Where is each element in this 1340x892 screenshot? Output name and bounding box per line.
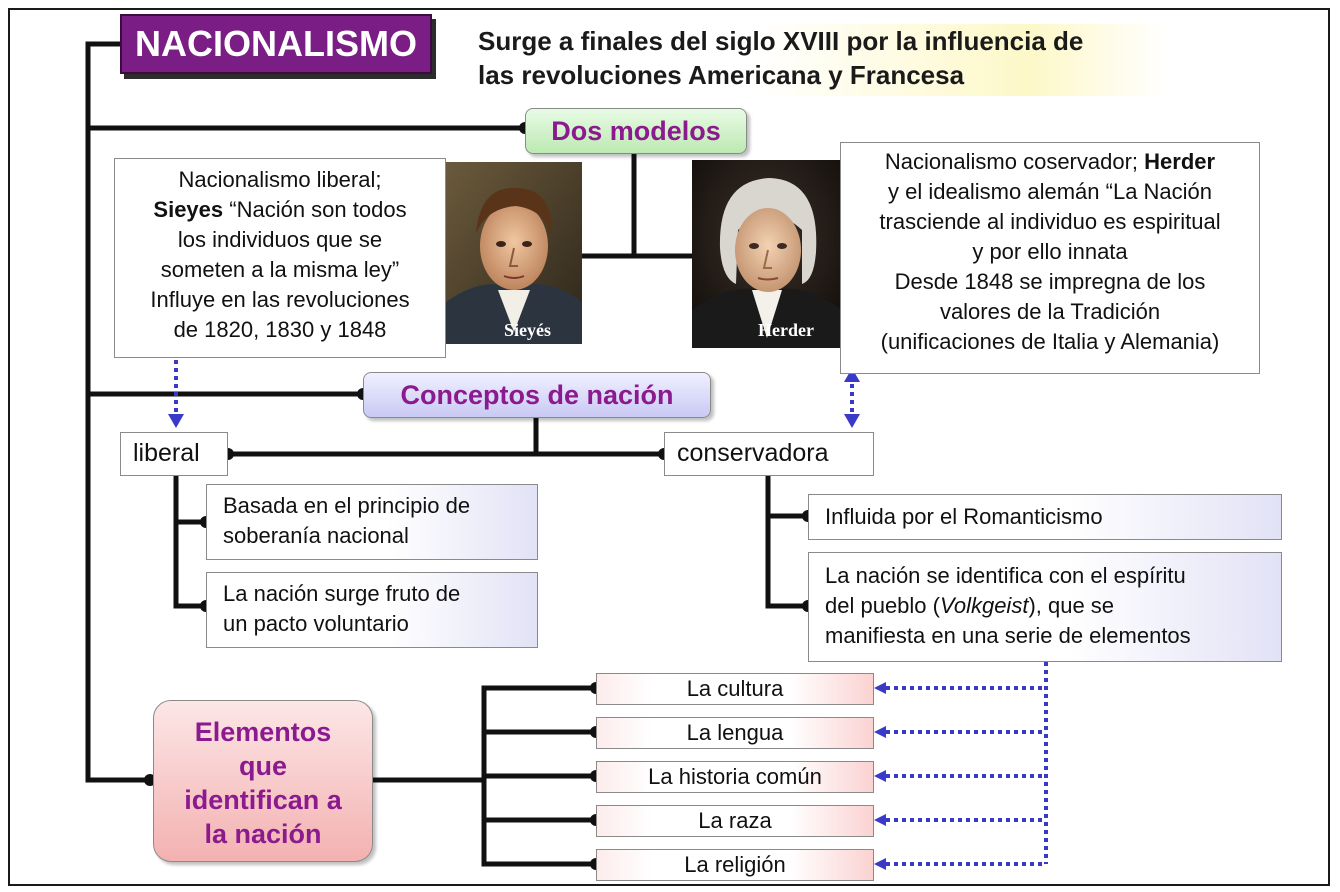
liberal-model-line-2: Sieyes “Nación son todos xyxy=(115,195,445,225)
sieyes-caption: Sieyés xyxy=(504,320,551,340)
elemento-cultura: La cultura xyxy=(596,673,874,705)
liberal-point-2-line-2: un pacto voluntario xyxy=(223,611,409,636)
volkgeist-prefix: del pueblo ( xyxy=(825,593,940,618)
liberal-model-quote-start: “Nación son todos xyxy=(223,197,407,222)
dos-modelos-pill: Dos modelos xyxy=(525,108,747,154)
elementos-line-4: la nación xyxy=(204,819,322,849)
liberal-model-box: Nacionalismo liberal; Sieyes “Nación son… xyxy=(114,158,446,358)
conservadora-point-2: La nación se identifica con el espíritu … xyxy=(808,552,1282,662)
title-box: NACIONALISMO xyxy=(120,14,432,74)
conservadora-point-2-line-3: manifiesta en una serie de elementos xyxy=(825,623,1191,648)
subtitle: Surge a finales del siglo XVIII por la i… xyxy=(478,24,1168,96)
elementos-line-1: Elementos xyxy=(194,717,332,747)
conservadora-point-2-line-2: del pueblo (Volkgeist), que se xyxy=(825,591,1281,621)
liberal-model-line-4: someten a la misma ley” xyxy=(160,257,400,282)
liberal-point-1-line-2: soberanía nacional xyxy=(223,523,409,548)
elemento-lengua: La lengua xyxy=(596,717,874,749)
elementos-line-3: identifican a xyxy=(184,785,342,815)
elemento-raza: La raza xyxy=(596,805,874,837)
sieyes-name: Sieyes xyxy=(153,197,224,222)
conservative-model-line-2: y el idealismo alemán “La Nación xyxy=(887,179,1213,204)
conservative-model-line-3: trasciende al individuo es espiritual xyxy=(879,209,1221,234)
liberal-point-1-line-1: Basada en el principio de xyxy=(223,493,471,518)
subtitle-line-1: Surge a finales del siglo XVIII por la i… xyxy=(478,26,1084,56)
liberal-model-line-1: Nacionalismo liberal; xyxy=(178,167,382,192)
subtitle-line-2: las revoluciones Americana y Francesa xyxy=(478,60,965,90)
conservative-model-line-7: (unificaciones de Italia y Alemania) xyxy=(880,329,1220,354)
conservative-model-line-5: Desde 1848 se impregna de los xyxy=(894,269,1206,294)
conservadora-point-2-line-1: La nación se identifica con el espíritu xyxy=(825,563,1186,588)
conservative-model-box: Nacionalismo coservador; Herder y el ide… xyxy=(840,142,1260,374)
liberal-node: liberal xyxy=(120,432,228,476)
liberal-point-2-line-1: La nación surge fruto de xyxy=(223,581,461,606)
herder-caption: Herder xyxy=(758,320,814,340)
elementos-line-2: que xyxy=(238,751,287,781)
conservative-model-line-6: valores de la Tradición xyxy=(939,299,1161,324)
conservative-model-label: Nacionalismo coservador; xyxy=(884,149,1145,174)
herder-portrait: Herder xyxy=(692,160,842,348)
slide-frame xyxy=(8,8,1330,886)
volkgeist-suffix: ), que se xyxy=(1028,593,1115,618)
conceptos-pill: Conceptos de nación xyxy=(363,372,711,418)
sieyes-portrait: Sieyés xyxy=(446,162,582,344)
liberal-point-2: La nación surge fruto de un pacto volunt… xyxy=(206,572,538,648)
conservadora-node: conservadora xyxy=(664,432,874,476)
elementos-pill: Elementos que identifican a la nación xyxy=(153,700,373,862)
liberal-model-line-5: Influye en las revoluciones xyxy=(150,287,410,312)
herder-name: Herder xyxy=(1144,149,1216,174)
conservative-model-line-4: y por ello innata xyxy=(972,239,1128,264)
elemento-historia: La historia común xyxy=(596,761,874,793)
conservative-model-line-1: Nacionalismo coservador; Herder xyxy=(841,147,1259,177)
elemento-religion: La religión xyxy=(596,849,874,881)
conservadora-point-1: Influida por el Romanticismo xyxy=(808,494,1282,540)
volkgeist-term: Volkgeist xyxy=(939,593,1029,618)
liberal-model-line-3: los individuos que se xyxy=(177,227,383,252)
liberal-point-1: Basada en el principio de soberanía naci… xyxy=(206,484,538,560)
liberal-model-line-6: de 1820, 1830 y 1848 xyxy=(173,317,387,342)
